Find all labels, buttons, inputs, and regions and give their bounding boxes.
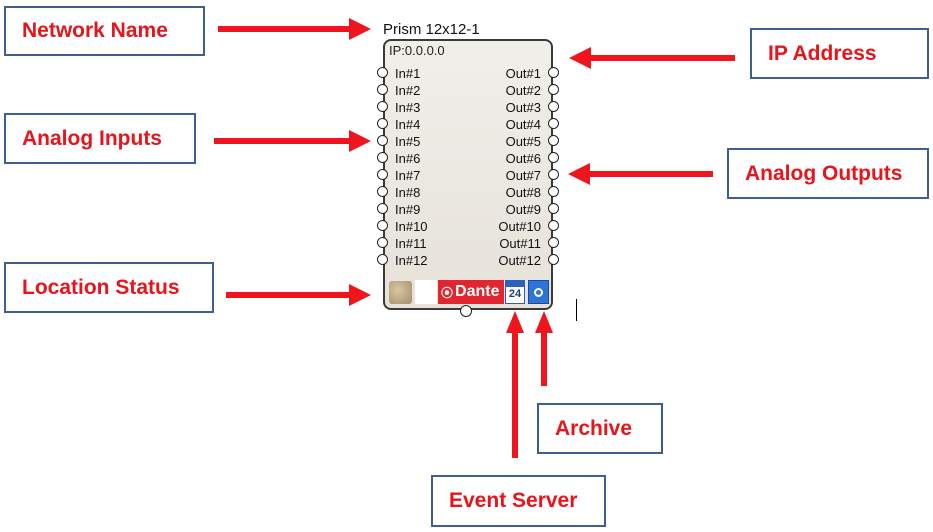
- output-label: Out#8: [505, 185, 541, 200]
- output-port[interactable]: [548, 237, 559, 248]
- output-port[interactable]: [548, 84, 559, 95]
- location-status-indicator[interactable]: [389, 281, 412, 304]
- input-port[interactable]: [377, 203, 388, 214]
- callout-analog-inputs: Analog Inputs: [4, 113, 196, 164]
- archive-icon[interactable]: [528, 280, 549, 304]
- status-blank-slot: [415, 280, 437, 304]
- output-port[interactable]: [548, 220, 559, 231]
- callout-event-server: Event Server: [431, 475, 606, 527]
- input-label: In#7: [395, 168, 421, 183]
- callout-network-name-text: Network Name: [22, 19, 168, 42]
- input-label: In#10: [395, 219, 428, 234]
- output-port[interactable]: [548, 254, 559, 265]
- callout-event-server-text: Event Server: [449, 489, 578, 512]
- input-port[interactable]: [377, 101, 388, 112]
- analog-inputs-list: In#1 In#2 In#3 In#4 In#5 In#6 In#7 In#8 …: [395, 65, 428, 269]
- callout-location-status: Location Status: [4, 262, 214, 313]
- input-label: In#3: [395, 100, 421, 115]
- input-label: In#8: [395, 185, 421, 200]
- input-port[interactable]: [377, 237, 388, 248]
- input-port[interactable]: [377, 152, 388, 163]
- output-port[interactable]: [548, 118, 559, 129]
- output-label: Out#9: [505, 202, 541, 217]
- input-port[interactable]: [377, 220, 388, 231]
- output-port[interactable]: [548, 152, 559, 163]
- callout-network-name: Network Name: [4, 6, 205, 56]
- device-ip-address: IP:0.0.0.0: [389, 43, 445, 58]
- output-label: Out#6: [505, 151, 541, 166]
- text-cursor: [576, 299, 577, 321]
- input-port[interactable]: [377, 169, 388, 180]
- output-label: Out#3: [505, 100, 541, 115]
- output-label: Out#1: [505, 66, 541, 81]
- output-port[interactable]: [548, 169, 559, 180]
- input-label: In#4: [395, 117, 421, 132]
- callout-archive-text: Archive: [555, 416, 633, 440]
- callout-analog-inputs-text: Analog Inputs: [22, 126, 162, 150]
- input-label: In#9: [395, 202, 421, 217]
- input-label: In#1: [395, 66, 421, 81]
- input-port[interactable]: [377, 84, 388, 95]
- output-port[interactable]: [548, 203, 559, 214]
- network-port[interactable]: [460, 305, 472, 317]
- output-port[interactable]: [548, 67, 559, 78]
- output-label: Out#2: [505, 83, 541, 98]
- output-label: Out#12: [498, 253, 541, 268]
- output-label: Out#4: [505, 117, 541, 132]
- dante-label: Dante: [455, 283, 500, 300]
- input-label: In#5: [395, 134, 421, 149]
- output-port[interactable]: [548, 135, 559, 146]
- input-port[interactable]: [377, 118, 388, 129]
- input-port[interactable]: [377, 254, 388, 265]
- output-port[interactable]: [548, 186, 559, 197]
- prism-device-block[interactable]: IP:0.0.0.0 In#1 In#2 In#3 In#4 In#5 In#6…: [383, 39, 553, 310]
- output-port[interactable]: [548, 101, 559, 112]
- output-label: Out#11: [499, 236, 541, 251]
- callout-ip-address-text: IP Address: [768, 41, 877, 65]
- dante-badge[interactable]: ⦿ Dante: [438, 280, 504, 304]
- input-port[interactable]: [377, 67, 388, 78]
- analog-outputs-list: Out#1 Out#2 Out#3 Out#4 Out#5 Out#6 Out#…: [498, 65, 541, 269]
- input-port[interactable]: [377, 186, 388, 197]
- output-label: Out#10: [498, 219, 541, 234]
- input-label: In#11: [395, 236, 427, 251]
- device-network-name: Prism 12x12-1: [383, 21, 480, 38]
- callout-analog-outputs: Analog Outputs: [727, 148, 929, 199]
- callout-archive: Archive: [537, 403, 663, 454]
- callout-ip-address: IP Address: [750, 28, 929, 79]
- input-label: In#2: [395, 83, 421, 98]
- callout-analog-outputs-text: Analog Outputs: [745, 161, 903, 185]
- output-label: Out#7: [505, 168, 541, 183]
- input-label: In#12: [395, 253, 428, 268]
- input-port[interactable]: [377, 135, 388, 146]
- event-server-calendar-icon[interactable]: 24: [505, 280, 525, 304]
- device-status-bar: ⦿ Dante 24: [385, 276, 551, 308]
- event-server-day: 24: [508, 288, 522, 300]
- output-label: Out#5: [505, 134, 541, 149]
- dante-logo-icon: ⦿: [441, 285, 454, 300]
- input-label: In#6: [395, 151, 421, 166]
- callout-location-status-text: Location Status: [22, 275, 180, 299]
